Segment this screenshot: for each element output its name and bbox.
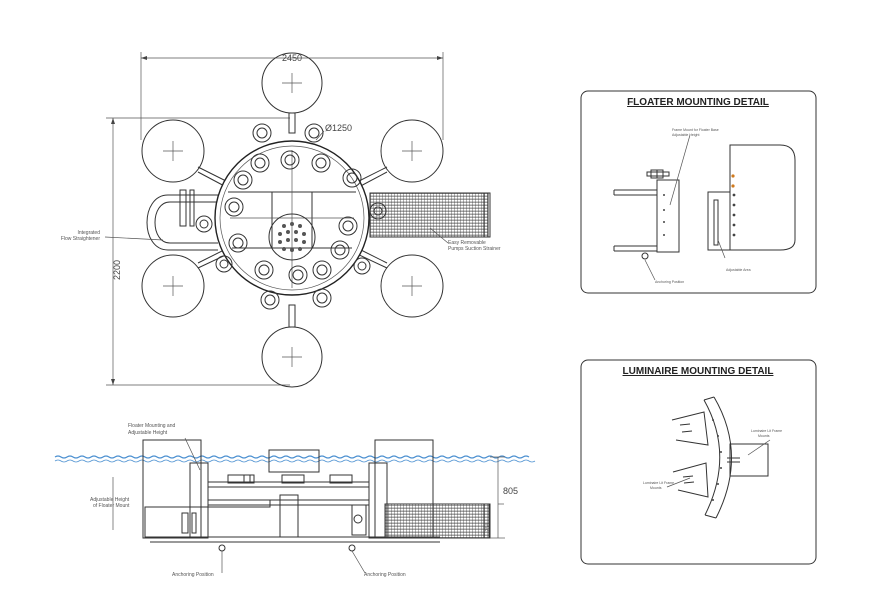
flow-straightener: Integrated Flow Straightener	[61, 189, 218, 251]
floater-anchoring-label: Anchoring Position	[655, 280, 684, 284]
dimension-width: 2450	[140, 52, 444, 140]
floater-detail-title: FLOATER MOUNTING DETAIL	[627, 97, 769, 108]
flow-straightener-label-2: Flow Straightener	[61, 236, 101, 242]
luminaire-detail-panel: LUMINAIRE MOUNTING DETAIL Luminaire Lit …	[580, 359, 817, 565]
luminaire-note-left-1: Luminaire Lit Frame	[643, 481, 674, 485]
luminaire-note-right-1: Luminaire Lit Frame	[751, 429, 782, 433]
floater-bottom-left	[141, 254, 205, 318]
strainer-label-2: Pumps Suction Strainer	[448, 246, 501, 252]
floater-detail-panel: FLOATER MOUNTING DETAIL	[580, 90, 817, 294]
adjustable-height-label-1: Adjustable Height	[90, 497, 130, 503]
dim-diameter-label: Ø1250	[325, 123, 352, 133]
floater-mount-label-2: Adjustable Height	[128, 430, 168, 436]
water-line	[54, 455, 530, 459]
anchoring-left-label: Anchoring Position	[172, 572, 214, 578]
luminaires	[195, 123, 387, 310]
flow-straightener-label-1: Integrated	[77, 230, 100, 236]
dim-side-small: 254	[485, 523, 491, 532]
floater-mount-label-1: Floater Mounting and	[128, 423, 175, 429]
strainer-label-1: Easy Removable	[448, 240, 486, 246]
dim-width-label: 2450	[282, 53, 302, 63]
dim-side-height: 805	[503, 486, 518, 496]
adjustable-height-label-2: of Floater Mount	[93, 503, 130, 509]
side-dimensions: 805 254	[485, 456, 518, 539]
side-frame	[144, 462, 440, 543]
side-strainer	[384, 503, 490, 539]
side-floater-left	[142, 439, 202, 539]
frame-mount-label-1: Frame Mount for Floater Base	[672, 128, 719, 132]
side-top-box	[268, 449, 320, 473]
main-frame: Ø1250	[214, 123, 370, 296]
side-view: 805 254 Floater Mounting and Adjustable …	[54, 423, 536, 578]
anchoring-right-label: Anchoring Position	[364, 572, 406, 578]
floater-top-right	[380, 119, 444, 183]
dim-height-label: 2200	[112, 260, 122, 280]
luminaire-note-right-2: Mounts	[758, 434, 770, 438]
floater-top-left	[141, 119, 205, 183]
luminaire-note-left-2: Mounts	[650, 486, 662, 490]
dimension-height: 2200	[106, 117, 290, 386]
adjustable-area-label: Adjustable Area	[726, 268, 751, 272]
frame-mount-label-2: Adjustable Height	[672, 133, 699, 137]
luminaire-detail-title: LUMINAIRE MOUNTING DETAIL	[623, 366, 774, 377]
floater-bottom-right	[380, 254, 444, 318]
suction-strainer: Easy Removable Pumps Suction Strainer	[369, 192, 501, 252]
plan-view: 2450 2200	[61, 52, 501, 388]
